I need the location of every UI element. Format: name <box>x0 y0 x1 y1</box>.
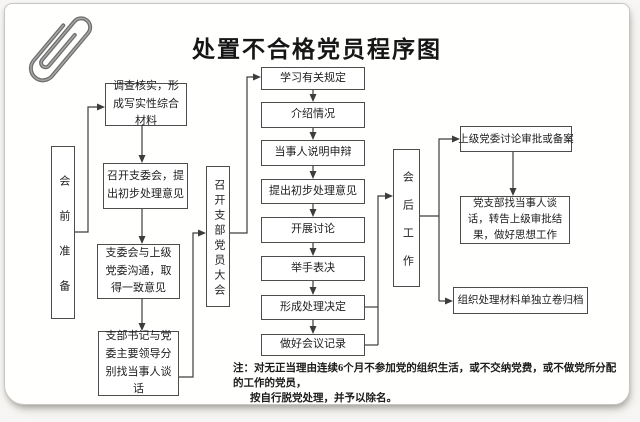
flow-box-study-regulations: 学习有关规定 <box>261 67 365 90</box>
connector-talk-to-meeting <box>179 229 206 378</box>
step-label: 介绍情况 <box>291 108 335 121</box>
connector-left-column-arrows <box>138 126 146 331</box>
flow-box-upper-committee-approval: 上级党委讨论审批或备案 <box>458 126 574 152</box>
step-label: 党支部找当事人谈话，转告上级审批结果，做好思想工作 <box>467 197 563 242</box>
step-label: 上级党委讨论审批或备案 <box>458 133 574 145</box>
step-label: 做好会议记录 <box>280 338 346 351</box>
flow-box-form-decision: 形成处理决定 <box>261 295 365 320</box>
phase-label: 会后工作 <box>401 170 414 283</box>
step-label: 召开支委会，提出初步处理意见 <box>107 170 184 200</box>
footnote-line-2: 按自行脱党处理，并予以除名。 <box>250 393 397 405</box>
phase-label: 会前准备 <box>57 174 70 315</box>
flow-box-person-statement-defense: 当事人说明申辩 <box>261 140 365 166</box>
connector-meeting-to-study <box>230 73 261 234</box>
paper-sheet: 处置不合格党员程序图 <box>4 3 630 405</box>
flow-box-pre-meeting-phase: 会前准备 <box>51 146 75 319</box>
flow-box-discussion: 开展讨论 <box>261 217 365 243</box>
flow-box-branch-members-assembly-phase: 召开支部党员大会 <box>206 166 230 307</box>
flow-box-investigate-verify: 调查核实，形成写实性综合材料 <box>105 80 187 127</box>
flow-box-communicate-upper-committee: 支委会与上级党委沟通，取得一致意见 <box>97 244 180 299</box>
step-label: 支部书记与党委主要领导分别找当事人谈话 <box>105 329 172 396</box>
phase-label: 召开支部党员大会 <box>212 178 225 299</box>
step-label: 支委会与上级党委沟通，取得一致意见 <box>105 246 172 295</box>
flow-box-post-meeting-phase: 会后工作 <box>393 149 420 287</box>
footnote-line-1: 注：对无正当理由连续6个月不参加党的组织生活，或不交纳党费，或不做党所分配的工作… <box>233 363 617 390</box>
connector-postwork-branch <box>420 135 460 305</box>
step-label: 组织处理材料单独立卷归档 <box>457 295 584 306</box>
step-label: 当事人说明申辩 <box>274 146 352 159</box>
flow-box-propose-preliminary-opinion: 提出初步处理意见 <box>261 179 365 204</box>
step-label: 举手表决 <box>291 261 335 274</box>
step-label: 形成处理决定 <box>280 300 346 313</box>
flow-box-convey-approval-result: 党支部找当事人谈话，转告上级审批结果，做好思想工作 <box>460 196 570 244</box>
flow-box-talk-with-person: 支部书记与党委主要领导分别找当事人谈话 <box>98 329 179 396</box>
connector-approve-to-talk <box>509 152 517 196</box>
step-label: 学习有关规定 <box>280 71 346 84</box>
flow-box-introduce-situation: 介绍情况 <box>261 102 365 128</box>
connector-decision-to-postwork <box>365 192 393 346</box>
footnote: 注：对无正当理由连续6个月不参加党的组织生活，或不交纳党费，或不做党所分配的工作… <box>233 361 625 407</box>
paperclip-icon <box>28 16 93 83</box>
page-title: 处置不合格党员程序图 <box>192 36 442 62</box>
flow-box-vote-by-hand: 举手表决 <box>261 256 365 281</box>
step-label: 调查核实，形成写实性综合材料 <box>113 79 179 128</box>
step-label: 开展讨论 <box>291 223 335 236</box>
flow-box-archive-materials: 组织处理材料单独立卷归档 <box>453 287 588 314</box>
flow-box-branch-committee-meeting: 召开支委会，提出初步处理意见 <box>103 163 188 209</box>
flow-box-meeting-minutes: 做好会议记录 <box>261 334 365 356</box>
step-label: 提出初步处理意见 <box>269 184 357 197</box>
